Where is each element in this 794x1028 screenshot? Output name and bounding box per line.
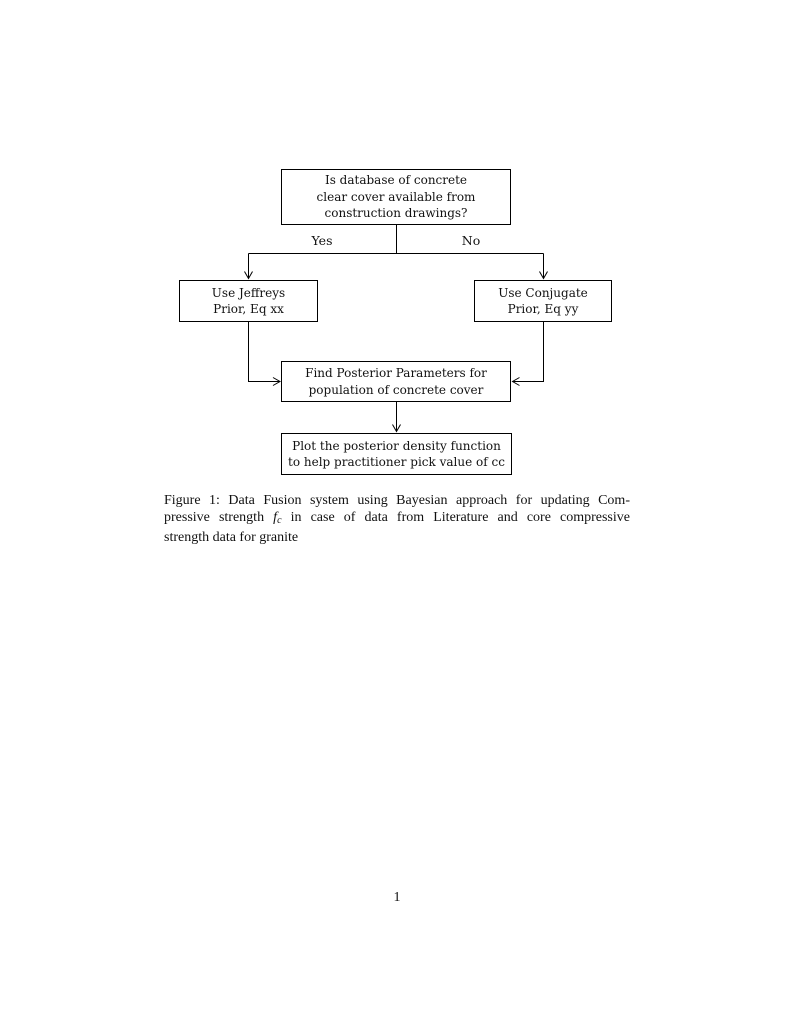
math-fc-symbol: f — [273, 510, 278, 525]
node-conjugate-line1: Use Conjugate — [498, 285, 588, 300]
caption-line2-post: in case of data from Literature and core… — [281, 510, 630, 525]
caption-line3: strength data for granite — [164, 530, 299, 545]
node-posterior-line2: population of concrete cover — [308, 382, 484, 397]
node-question-line2: clear cover available from — [316, 189, 476, 204]
edge-label-yes: Yes — [311, 233, 333, 248]
node-question-line1: Is database of concrete — [324, 173, 468, 188]
node-plot-density: Plot the posterior density function to h… — [281, 433, 512, 475]
caption-line2-pre: pressive strength — [164, 510, 274, 525]
edge-label-no: No — [461, 233, 481, 248]
math-fc-subscript: c — [277, 515, 282, 526]
caption-line2: pressive strength fc in case of data fro… — [164, 509, 630, 529]
node-plot-line1: Plot the posterior density function — [292, 438, 501, 453]
node-posterior-parameters: Find Posterior Parameters for population… — [281, 361, 511, 402]
node-conjugate-line2: Prior, Eq yy — [507, 302, 579, 316]
node-jeffreys-prior: Use Jeffreys Prior, Eq xx — [179, 280, 318, 322]
edge-jeffreys-to-posterior — [248, 322, 282, 386]
node-plot-line2: to help practitioner pick value of cc — [288, 455, 505, 469]
node-jeffreys-line1: Use Jeffreys — [211, 285, 286, 300]
node-question: Is database of concrete clear cover avai… — [281, 169, 511, 225]
caption-line1: Figure 1: Data Fusion system using Bayes… — [164, 493, 630, 508]
node-conjugate-prior: Use Conjugate Prior, Eq yy — [474, 280, 612, 322]
edge-conjugate-to-posterior — [511, 322, 544, 386]
node-jeffreys-line2: Prior, Eq xx — [213, 302, 284, 316]
figure-caption: Figure 1: Data Fusion system using Bayes… — [164, 492, 630, 546]
node-posterior-line1: Find Posterior Parameters for — [305, 366, 487, 380]
page-number: 1 — [393, 890, 401, 905]
node-question-line3: construction drawings? — [324, 206, 468, 221]
